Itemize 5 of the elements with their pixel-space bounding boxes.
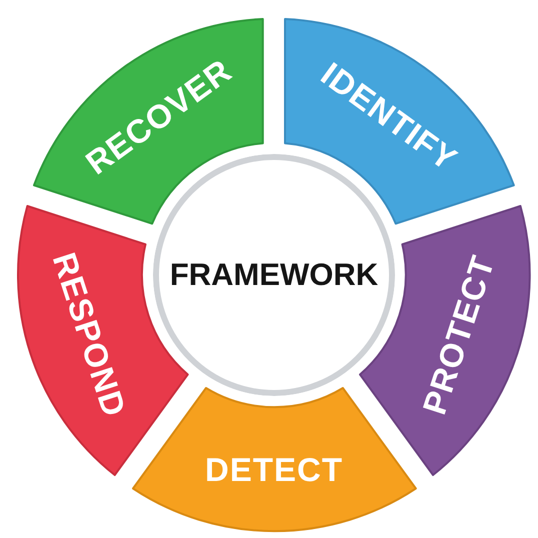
center-label: FRAMEWORK (170, 258, 378, 292)
wheel-segment (33, 18, 264, 225)
wheel-segment (132, 386, 416, 532)
wheel-segment (284, 18, 515, 225)
segment-label: DETECT (204, 452, 343, 488)
